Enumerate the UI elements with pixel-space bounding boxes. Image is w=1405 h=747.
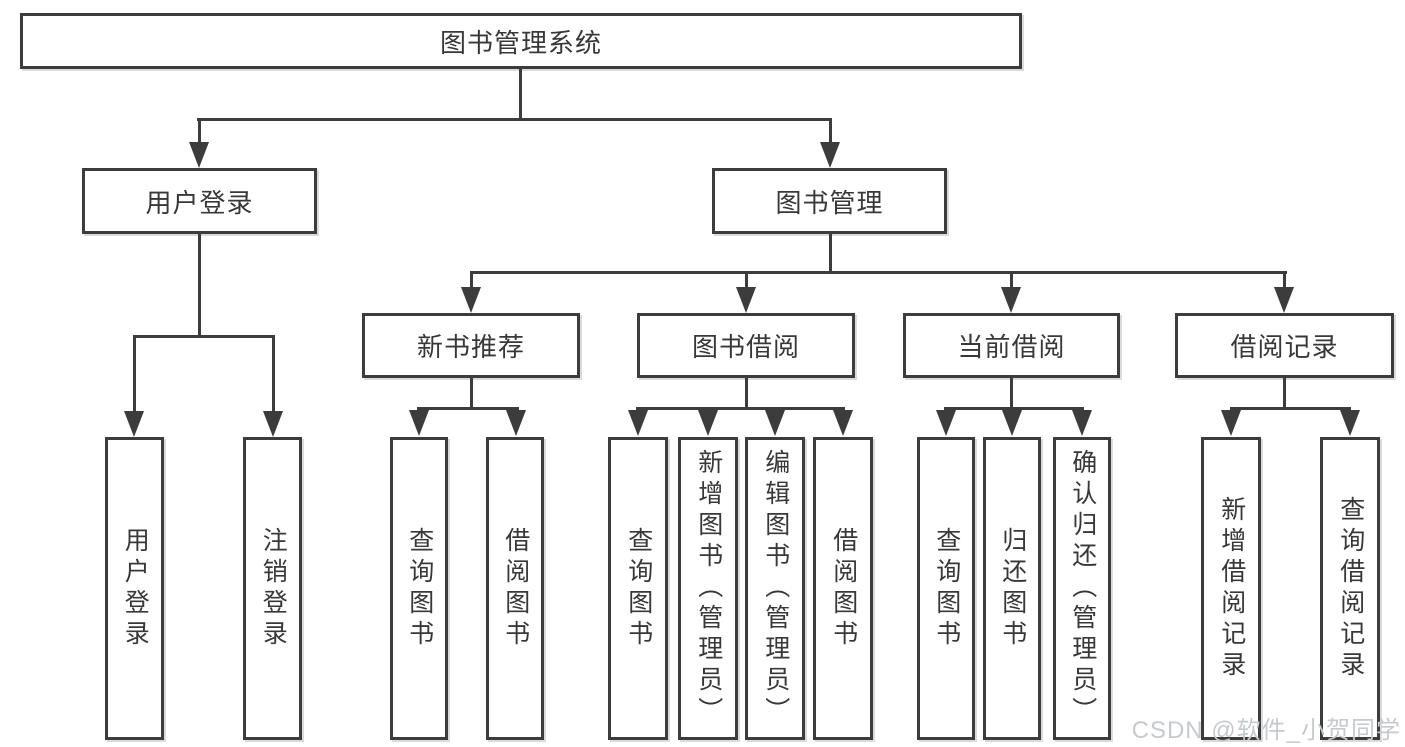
arrow-down-icon [698,410,718,436]
node-book-management: 图书管理 [712,168,947,234]
connector-line [1283,271,1286,289]
arrow-down-icon [936,410,956,436]
arrow-down-icon [1072,410,1092,436]
connector-line [470,271,1287,274]
connector-line [470,271,473,289]
arrow-down-icon [1340,410,1360,436]
leaf-add-borrow-record: 新增借阅记录 [1201,437,1261,740]
leaf-borrow-books: 借阅图书 [813,437,873,740]
leaf-query-books-current: 查询图书 [917,437,975,740]
connector-line [745,271,748,289]
arrow-down-icon [124,411,144,437]
leaf-borrow-books-recommend: 借阅图书 [486,437,544,740]
node-book-borrow: 图书借阅 [637,313,855,378]
node-current-borrow: 当前借阅 [903,313,1120,378]
leaf-query-books-recommend: 查询图书 [390,437,448,740]
connector-line [198,118,201,144]
connector-line [198,234,201,336]
arrow-down-icon [1001,287,1021,313]
arrow-down-icon [461,287,481,313]
leaf-query-books-borrow: 查询图书 [608,437,668,740]
leaf-return-book: 归还图书 [983,437,1041,740]
arrow-down-icon [736,287,756,313]
connector-line [470,378,473,409]
connector-line [1010,271,1013,289]
arrow-down-icon [1274,287,1294,313]
arrow-down-icon [263,411,283,437]
connector-line [636,407,845,410]
arrow-down-icon [189,142,209,168]
arrow-down-icon [506,410,526,436]
connector-line [944,407,1084,410]
leaf-add-book-admin: 新增图书（管理员） [678,437,738,740]
leaf-confirm-return-admin: 确认归还（管理员） [1053,437,1111,740]
arrow-down-icon [628,410,648,436]
node-borrow-records: 借阅记录 [1175,313,1394,378]
connector-line [133,335,136,411]
node-user-login: 用户登录 [82,168,317,234]
connector-line [519,69,522,120]
connector-line [745,378,748,409]
connector-line [272,335,275,411]
connector-line [1230,407,1351,410]
leaf-edit-book-admin: 编辑图书（管理员） [745,437,805,740]
connector-line [829,234,832,274]
leaf-query-borrow-record: 查询借阅记录 [1320,437,1380,740]
node-root: 图书管理系统 [20,13,1022,69]
arrow-down-icon [1002,410,1022,436]
connector-line [1010,378,1013,409]
node-new-book-recommend: 新书推荐 [362,313,580,378]
connector-line [197,118,832,121]
connector-line [133,335,275,338]
connector-line [417,407,519,410]
arrow-down-icon [1221,410,1241,436]
leaf-user-login: 用户登录 [105,437,164,740]
arrow-down-icon [409,410,429,436]
watermark: CSDN @软件_小贺同学 [1131,717,1401,744]
arrow-down-icon [820,142,840,168]
leaf-logout: 注销登录 [243,437,302,740]
arrow-down-icon [765,410,785,436]
connector-line [1283,378,1286,409]
arrow-down-icon [833,410,853,436]
connector-line [829,118,832,144]
